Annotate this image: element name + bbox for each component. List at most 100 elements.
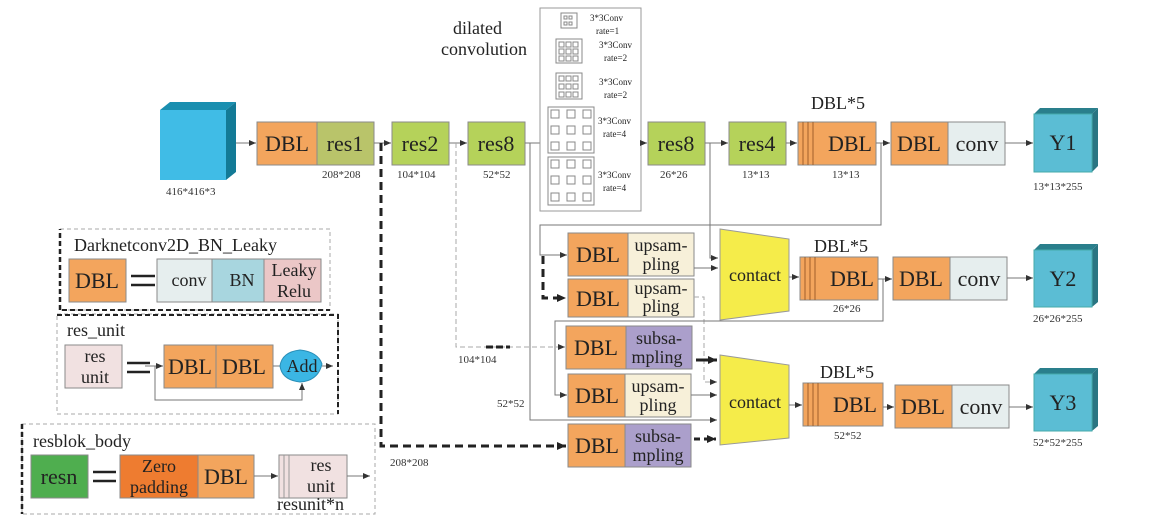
res8-label: res8 — [478, 131, 515, 156]
legend-res-unit — [56, 313, 339, 415]
dim-26-label: 26*26 — [660, 169, 688, 181]
dim-52-label: 52*52 — [483, 169, 511, 181]
y3-cube — [1033, 368, 1098, 432]
upsampling-2-a: upsam- — [635, 278, 688, 298]
legend-zero-padding — [119, 454, 199, 499]
y2-label: Y2 — [1050, 266, 1077, 291]
dbl-up1-label: DBL — [576, 242, 620, 267]
legend-dbl-b — [215, 344, 274, 389]
dim-13-label: 13*13 — [742, 169, 770, 181]
dilated-item-5-rate: rate=4 — [603, 183, 627, 193]
dim-26b-label: 26*26 — [833, 303, 861, 315]
dbl-up2-label: DBL — [576, 286, 620, 311]
legend-stack-unit: unit — [307, 476, 335, 496]
input-dim-label: 416*416*3 — [166, 186, 216, 198]
dilated-title: dilated — [453, 18, 502, 38]
contact-2 — [719, 354, 790, 446]
dbl-bot-out-label: DBL — [901, 394, 945, 419]
res1-block — [316, 121, 375, 166]
dbl-sub2 — [567, 423, 626, 468]
dbl5-mid-label: DBL*5 — [814, 236, 868, 256]
res8b-block — [647, 121, 706, 166]
contact-1 — [719, 228, 790, 321]
legend-dbl-b-label: DBL — [222, 354, 266, 379]
resunit-n-label: resunit*n — [277, 494, 344, 514]
legend-leaky — [263, 258, 322, 303]
conv-bot — [951, 384, 1010, 429]
equals-icon-1 — [131, 274, 155, 287]
legend-unit: unit — [81, 367, 109, 387]
dilated-convolution-panel: 3*3Conv rate=1 3*3Conv rate=2 3*3Conv ra… — [539, 7, 642, 212]
upsampling-2 — [627, 278, 695, 318]
dbl-up2 — [567, 278, 629, 318]
dim-104-label: 104*104 — [397, 169, 436, 181]
res4-label: res4 — [739, 131, 776, 156]
upsampling-1-a: upsam- — [635, 235, 688, 255]
equals-icon-3 — [93, 470, 116, 483]
dbl-mid-out-label: DBL — [899, 266, 943, 291]
upsampling-3-b: pling — [639, 395, 676, 415]
legend-dbl-label: DBL — [75, 268, 119, 293]
dbl-up3 — [567, 373, 626, 418]
dilated-title-2: convolution — [441, 39, 527, 59]
add-label: Add — [287, 356, 318, 376]
upsampling-1-b: pling — [642, 254, 679, 274]
res8-block — [467, 121, 526, 166]
y1-dim: 13*13*255 — [1033, 181, 1083, 193]
legend-zero: Zero — [142, 456, 176, 476]
dim-52b-label: 52*52 — [834, 430, 862, 442]
legend-resunit — [64, 344, 123, 389]
upsampling-3-a: upsam- — [632, 376, 685, 396]
y1-label: Y1 — [1050, 130, 1077, 155]
dilated-item-5-name: 3*3Conv — [598, 170, 632, 180]
legend-dbl-a — [163, 344, 217, 389]
add-node — [279, 349, 323, 383]
legend-bn-label: BN — [229, 270, 254, 290]
dbl-sub1-label: DBL — [574, 335, 618, 360]
equals-icon-2 — [127, 361, 150, 374]
dbl5-top-label: DBL*5 — [811, 93, 865, 113]
dbl-label: DBL — [265, 131, 309, 156]
res1-label: res1 — [327, 131, 364, 156]
dbl-up1 — [567, 232, 629, 277]
dbl5-bot-dbl: DBL — [833, 392, 877, 417]
upsampling-1 — [627, 232, 695, 277]
legend-res: res — [85, 346, 106, 366]
subsampling-1-b: mpling — [631, 347, 682, 367]
legend-resn — [30, 454, 89, 499]
contact-1-label: contact — [729, 265, 781, 285]
dilated-item-3-name: 3*3Conv — [599, 77, 633, 87]
y1-cube — [1033, 108, 1098, 173]
dbl5-mid-dbl: DBL — [830, 266, 874, 291]
subsampling-2-b: mpling — [632, 445, 683, 465]
dbl5-bot-block — [802, 382, 884, 427]
legend-leaky-label: Leaky — [272, 260, 317, 280]
legend-resblock — [20, 423, 376, 515]
dbl-up3-label: DBL — [575, 383, 619, 408]
dbl-top-out — [890, 121, 949, 166]
dilated-item-4-name: 3*3Conv — [598, 116, 632, 126]
dim-208-label: 208*208 — [322, 169, 361, 181]
dbl5-bot-label: DBL*5 — [820, 362, 874, 382]
upsampling-3 — [624, 373, 692, 418]
darknet-title: Darknetconv2D_BN_Leaky — [74, 235, 277, 255]
dilated-item-1-name: 3*3Conv — [590, 13, 624, 23]
legend-relu-label: Relu — [277, 281, 311, 301]
dilated-item-4-rate: rate=4 — [603, 129, 627, 139]
resblock-title: resblok_body — [33, 431, 131, 451]
conv-bot-label: conv — [960, 394, 1003, 419]
legend-darknetconv — [58, 228, 331, 311]
legend-dbl-a-label: DBL — [168, 354, 212, 379]
contact-2-label: contact — [729, 392, 781, 412]
dim-13b-label: 13*13 — [832, 169, 860, 181]
y2-cube — [1033, 244, 1098, 308]
legend-dbl-c — [197, 454, 255, 499]
y3-label: Y3 — [1050, 390, 1077, 415]
dbl-sub2-label: DBL — [575, 433, 619, 458]
conv-mid — [949, 256, 1008, 301]
legend-dbl — [68, 258, 127, 303]
subsampling-2-a: subsa- — [635, 426, 681, 446]
dilated-item-3-rate: rate=2 — [604, 90, 627, 100]
dbl5-top-dbl: DBL — [828, 131, 872, 156]
dim-208-side: 208*208 — [390, 457, 429, 469]
